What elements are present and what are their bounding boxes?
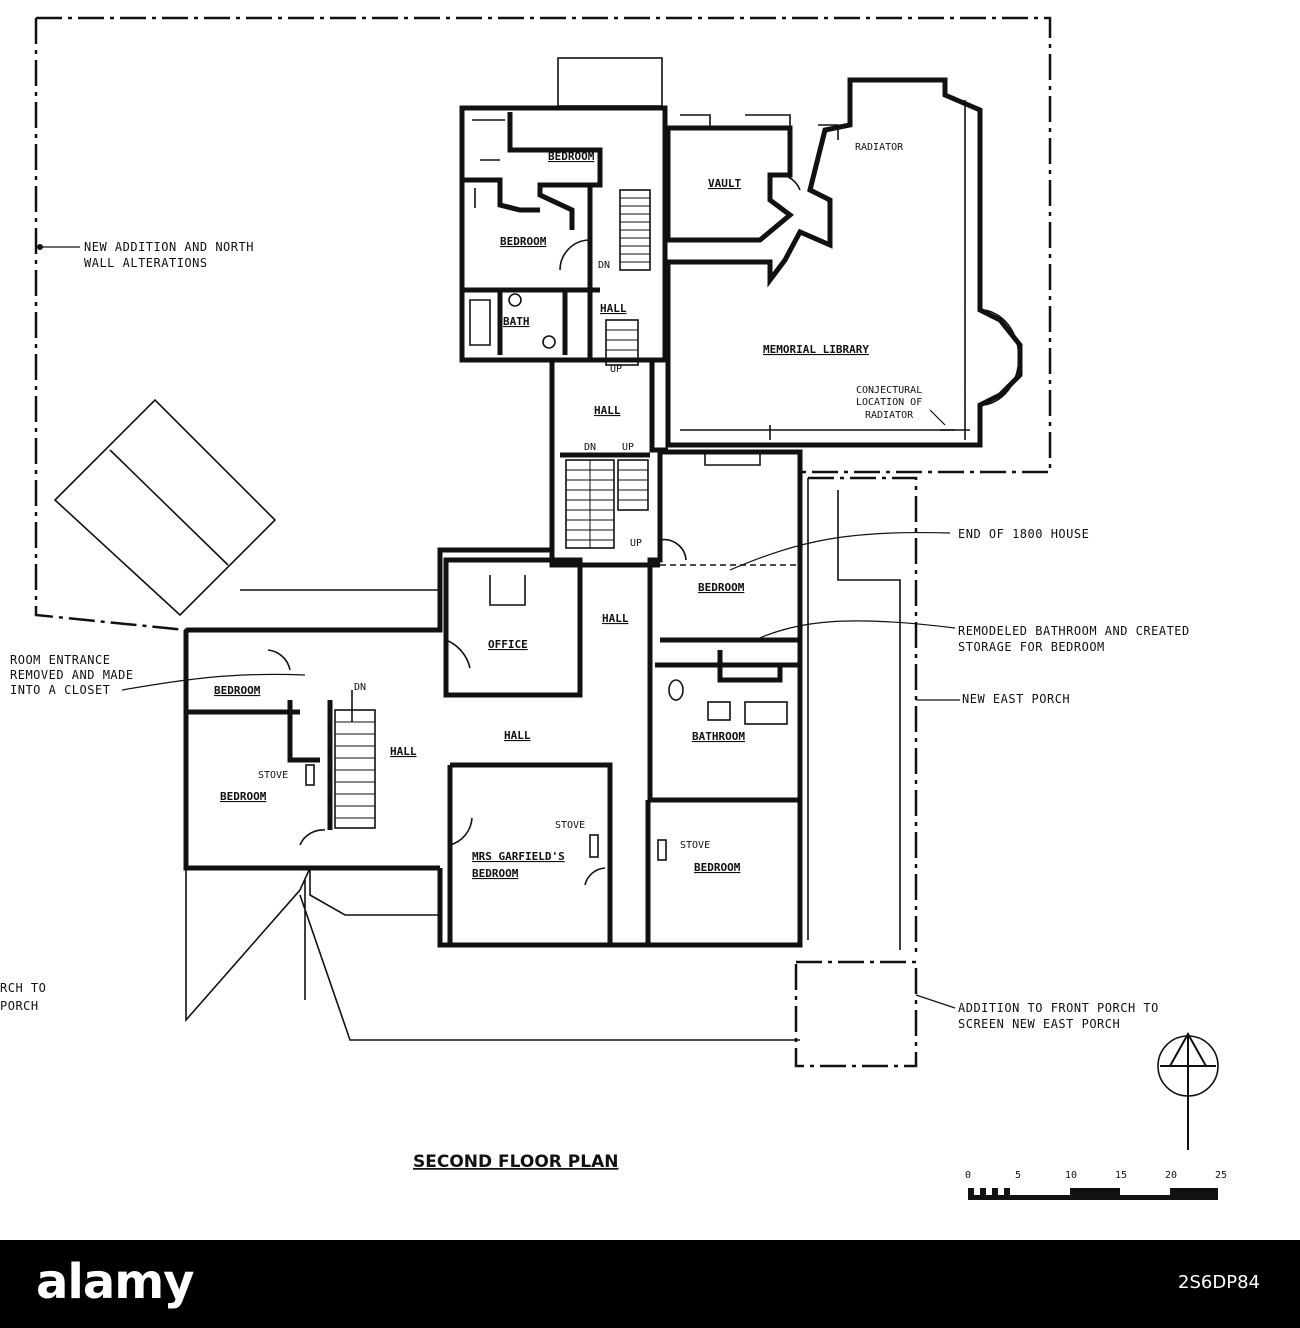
doors — [267, 173, 801, 886]
annotation-notes: NEW ADDITION AND NORTH WALL ALTERATIONS … — [0, 240, 1190, 1031]
west-porch-roof — [53, 398, 441, 631]
new-addition-boundary — [34, 16, 1052, 632]
scale-tick-label: 5 — [1015, 1170, 1021, 1181]
label-bedroom-southeast: BEDROOM — [694, 861, 741, 874]
south-porch — [185, 867, 800, 1041]
mark-dn-1: DN — [598, 260, 610, 271]
mark-dn-3: DN — [354, 682, 366, 693]
note-room-entrance-1: ROOM ENTRANCE — [10, 653, 110, 667]
annotation-leaders — [37, 244, 960, 1009]
mark-stove-2: STOVE — [555, 820, 585, 831]
note-porch-cut-2: PORCH — [0, 999, 39, 1013]
label-vault: VAULT — [708, 177, 741, 190]
bathroom-fixtures — [668, 679, 788, 725]
scale-tick-labels: 0 5 10 15 20 25 — [965, 1170, 1227, 1181]
stock-footer-bar: alamy 2S6DP84 — [0, 1240, 1300, 1328]
east-upper-walls — [647, 449, 901, 950]
label-bathroom: BATHROOM — [692, 730, 745, 743]
chimney — [557, 57, 663, 107]
scale-tick-label: 0 — [965, 1170, 971, 1181]
scale-bar: 0 5 10 15 20 25 — [965, 1170, 1227, 1200]
east-porch-boundary — [794, 476, 918, 1068]
mark-conj-1: CONJECTURAL — [856, 385, 922, 396]
scale-tick-label: 10 — [1065, 1170, 1077, 1181]
label-hall-west: HALL — [390, 745, 417, 758]
north-stair — [605, 189, 651, 366]
label-mrs-garfield-2: BEDROOM — [472, 867, 519, 880]
vault-walls — [665, 114, 795, 243]
image-id: 2S6DP84 — [1178, 1272, 1260, 1293]
label-bath: BATH — [503, 315, 530, 328]
mark-dn-2: DN — [584, 442, 596, 453]
drawing-title: SECOND FLOOR PLAN — [413, 1152, 618, 1172]
note-remodeled-2: STORAGE FOR BEDROOM — [958, 640, 1105, 654]
label-hall-center: HALL — [594, 404, 621, 417]
note-room-entrance-2: REMOVED AND MADE — [10, 668, 134, 682]
mark-radiator: RADIATOR — [855, 142, 904, 153]
room-labels: BEDROOM BEDROOM BATH HALL VAULT MEMORIAL… — [214, 150, 869, 880]
note-addition-front-2: SCREEN NEW EAST PORCH — [958, 1017, 1120, 1031]
stair-and-fixture-marks: DN UP DN UP UP DN STOVE STOVE STOVE RADI… — [258, 142, 922, 851]
note-new-addition-1: NEW ADDITION AND NORTH — [84, 240, 254, 254]
label-bedroom-east-top: BEDROOM — [698, 581, 745, 594]
north-wing-walls — [459, 105, 668, 363]
note-new-east-porch: NEW EAST PORCH — [962, 692, 1070, 706]
alamy-logo: alamy — [36, 1254, 195, 1310]
label-memorial-library: MEMORIAL LIBRARY — [763, 343, 869, 356]
mark-up-2: UP — [622, 442, 634, 453]
mark-conj-2: LOCATION OF — [856, 397, 922, 408]
note-room-entrance-3: INTO A CLOSET — [10, 683, 110, 697]
note-end-house: END OF 1800 HOUSE — [958, 527, 1089, 541]
label-office: OFFICE — [488, 638, 528, 651]
mark-up-3: UP — [630, 538, 642, 549]
label-hall-small: HALL — [600, 302, 627, 315]
note-addition-front-1: ADDITION TO FRONT PORCH TO — [958, 1001, 1159, 1015]
main-house-walls — [183, 547, 803, 948]
central-hall-walls — [549, 360, 668, 550]
scale-tick-label: 20 — [1165, 1170, 1177, 1181]
label-mrs-garfield-1: MRS GARFIELD'S — [472, 850, 565, 863]
floor-plan-drawing: BEDROOM BEDROOM BATH HALL VAULT MEMORIAL… — [0, 16, 1227, 1200]
label-bedroom-west: BEDROOM — [220, 790, 267, 803]
west-stair — [334, 690, 376, 829]
north-arrow-icon — [1157, 1031, 1219, 1150]
label-bedroom-west-top: BEDROOM — [214, 684, 261, 697]
label-hall-main: HALL — [504, 729, 531, 742]
label-hall-east: HALL — [602, 612, 629, 625]
note-remodeled-1: REMODELED BATHROOM AND CREATED — [958, 624, 1190, 638]
stove-marks — [305, 764, 667, 861]
label-bedroom-north2: BEDROOM — [500, 235, 547, 248]
memorial-library-walls — [665, 77, 1023, 448]
label-bedroom-north: BEDROOM — [548, 150, 595, 163]
note-porch-cut-1: RCH TO — [0, 981, 46, 995]
mark-up-1: UP — [610, 364, 622, 375]
central-stair — [565, 459, 649, 549]
note-new-addition-2: WALL ALTERATIONS — [84, 256, 208, 270]
scale-tick-label: 25 — [1215, 1170, 1227, 1181]
scale-tick-label: 15 — [1115, 1170, 1127, 1181]
mark-conj-3: RADIATOR — [865, 410, 914, 421]
mark-stove-3: STOVE — [680, 840, 710, 851]
mark-stove-1: STOVE — [258, 770, 288, 781]
